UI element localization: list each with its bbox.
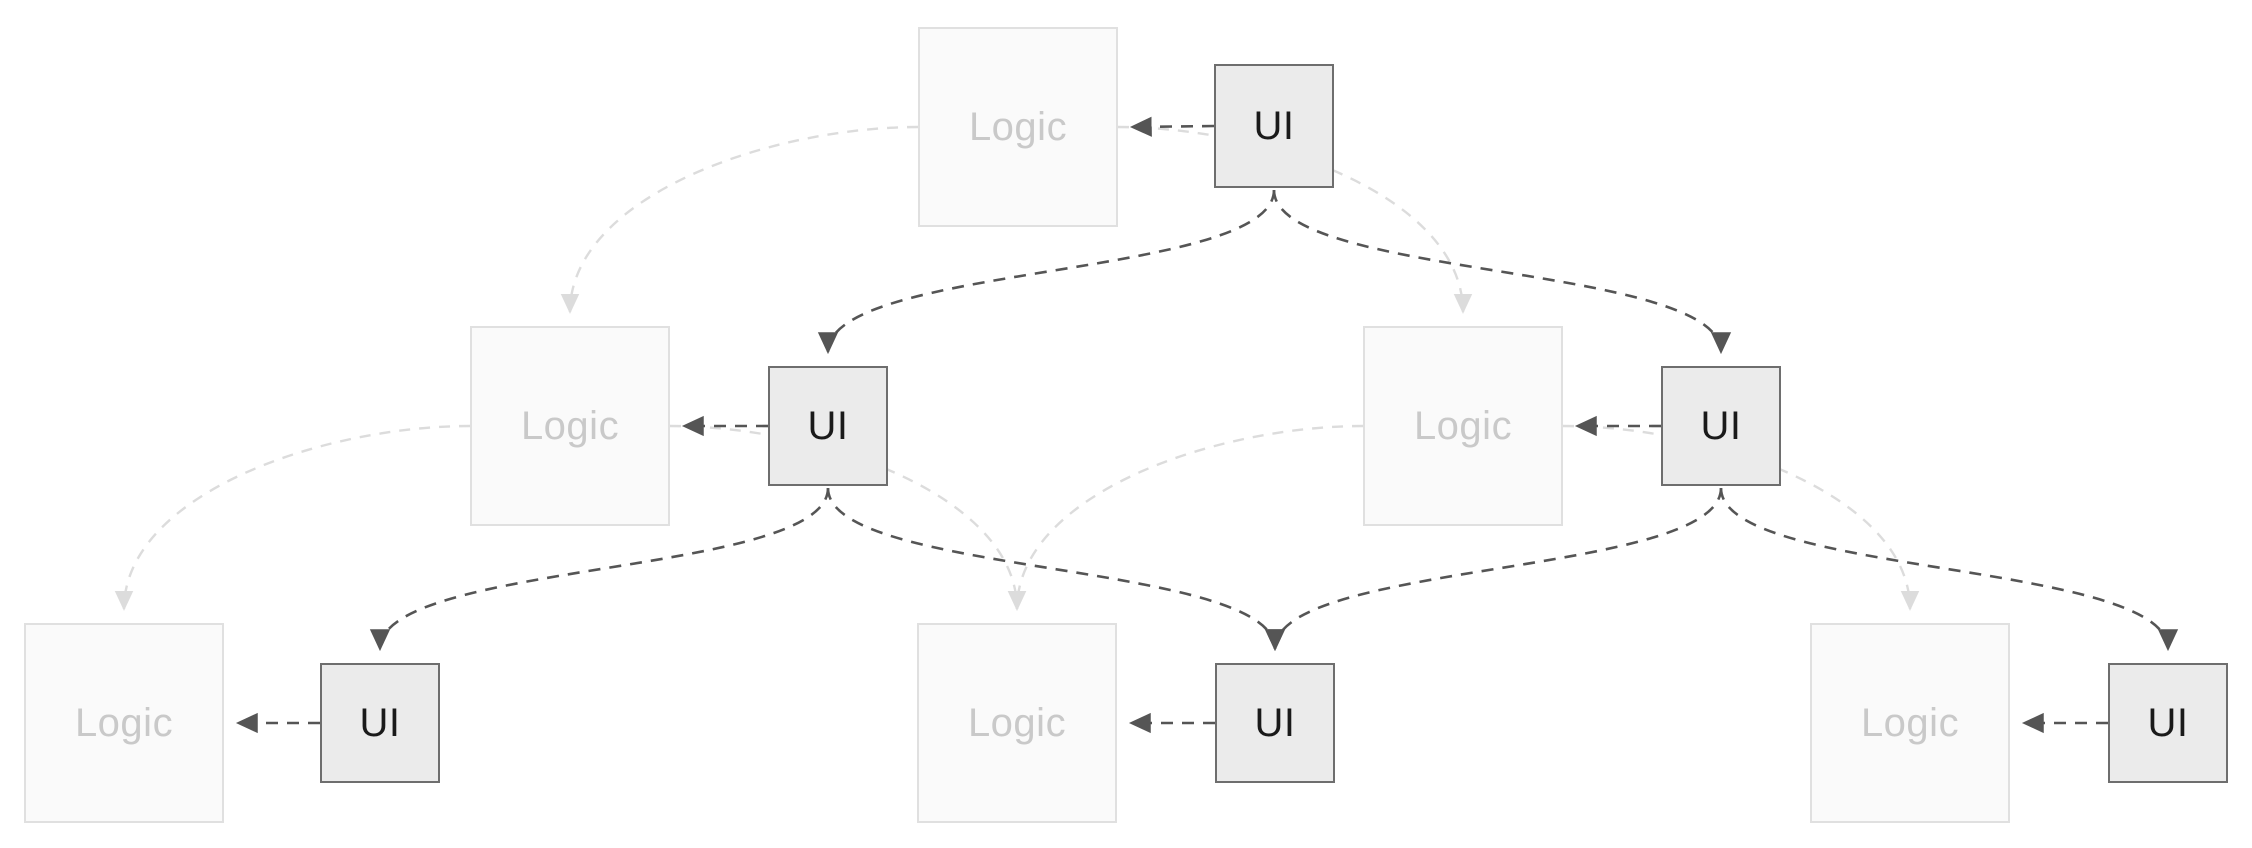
edge-e-logic-r-logic-lr (1007, 424, 1364, 611)
node-logic-root[interactable]: Logic (918, 27, 1118, 227)
node-label-ui-rr: UI (2147, 701, 2189, 745)
node-label-ui-root: UI (1253, 104, 1295, 148)
node-logic-ll[interactable]: Logic (24, 623, 224, 823)
node-label-logic-lr: Logic (967, 701, 1067, 745)
node-logic-l[interactable]: Logic (470, 326, 670, 526)
node-label-logic-ll: Logic (74, 701, 174, 745)
node-ui-rr[interactable]: UI (2108, 663, 2228, 783)
node-logic-rr[interactable]: Logic (1810, 623, 2010, 823)
node-label-ui-lr: UI (1254, 701, 1296, 745)
node-label-ui-ll: UI (359, 701, 401, 745)
node-label-logic-rr: Logic (1860, 701, 1960, 745)
edge-e-logic-root-logic-l (560, 125, 919, 314)
node-ui-root[interactable]: UI (1214, 64, 1334, 188)
node-logic-r[interactable]: Logic (1363, 326, 1563, 526)
node-ui-r[interactable]: UI (1661, 366, 1781, 486)
edge-e-logic-l-logic-ll (114, 424, 471, 611)
node-label-logic-l: Logic (520, 404, 620, 448)
edge-e-ui-root-logic-root (1129, 116, 1215, 137)
node-ui-lr[interactable]: UI (1215, 663, 1335, 783)
node-ui-l[interactable]: UI (768, 366, 888, 486)
node-label-logic-root: Logic (968, 105, 1068, 149)
node-ui-ll[interactable]: UI (320, 663, 440, 783)
node-logic-lr[interactable]: Logic (917, 623, 1117, 823)
node-label-logic-r: Logic (1413, 404, 1513, 448)
node-label-ui-l: UI (807, 404, 849, 448)
node-label-ui-r: UI (1700, 404, 1742, 448)
